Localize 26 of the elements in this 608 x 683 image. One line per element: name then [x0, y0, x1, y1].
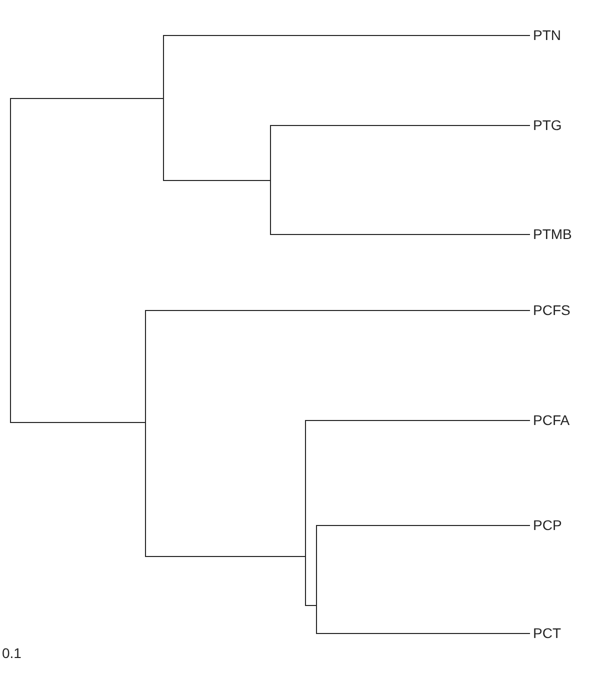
branch-line	[164, 35, 530, 36]
branch-line	[270, 234, 530, 235]
taxon-label: PCFS	[533, 301, 570, 319]
taxon-label: PCP	[533, 516, 562, 534]
junction-line	[10, 98, 11, 423]
branch-line	[306, 605, 316, 606]
junction-line	[316, 525, 317, 634]
branch-line	[316, 633, 530, 634]
taxon-label: PCFA	[533, 411, 570, 429]
junction-line	[305, 420, 306, 606]
taxon-label: PTG	[533, 116, 562, 134]
scale-value: 0.1	[2, 644, 22, 662]
taxon-label: PCT	[533, 624, 561, 642]
taxon-label: PTN	[533, 26, 561, 44]
branch-line	[270, 125, 530, 126]
junction-line	[163, 35, 164, 181]
branch-line	[146, 310, 530, 311]
branch-line	[316, 525, 530, 526]
branch-line	[146, 556, 306, 557]
junction-line	[270, 125, 271, 235]
branch-line	[306, 420, 530, 421]
taxon-label: PTMB	[533, 225, 572, 243]
branch-line	[10, 422, 146, 423]
branch-line	[164, 180, 270, 181]
branch-line	[10, 98, 164, 99]
junction-line	[145, 310, 146, 557]
